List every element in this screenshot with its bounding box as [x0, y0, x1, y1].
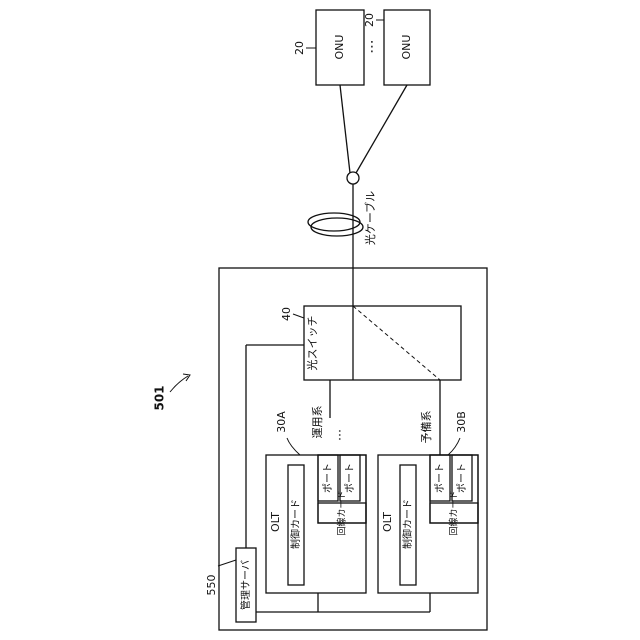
switch-standby-path [353, 306, 440, 380]
onu-right-ref: 20 [363, 13, 376, 27]
olt-b-leader [448, 438, 460, 455]
onu-right: ONU [384, 10, 430, 85]
olt-b-control-card-label: 制御カード [401, 499, 414, 549]
olt-a-control-card-label: 制御カード [289, 499, 302, 549]
active-ellipsis: … [330, 429, 344, 441]
olt-a-port-1-label: ポート [322, 463, 334, 493]
olt-b-title: OLT [381, 512, 394, 532]
olt-b-line-card-label: 回線カード [448, 490, 460, 535]
fiber-onu-right [356, 85, 407, 173]
onu-left-ref: 20 [293, 41, 306, 55]
olt-a-leader [287, 438, 300, 455]
olt-a-line-card-label: 回線カード [336, 490, 348, 535]
active-path-label: 運用系 [311, 406, 324, 439]
system-ref-leader [170, 376, 188, 392]
fiber-onu-left [340, 85, 350, 173]
optical-switch-leader [293, 314, 304, 318]
onu-left-label: ONU [333, 35, 346, 60]
olt-a-title: OLT [269, 512, 282, 532]
olt-a-port-2-label: ポート [344, 463, 356, 493]
management-server-label: 管理サーバ [239, 560, 252, 610]
olt-a: OLT 制御カード ポート ポート 回線カード [266, 455, 366, 593]
olt-b-ref: 30B [455, 411, 468, 433]
optical-switch-ref: 40 [280, 307, 293, 321]
optical-switch [304, 306, 461, 380]
olt-a-ref: 30A [275, 411, 288, 433]
cable-label: 光ケーブル [363, 191, 377, 245]
optical-switch-label: 光スイッチ [305, 316, 319, 371]
onu-ellipsis: ⋮ [365, 39, 379, 55]
olt-b: OLT 制御カード ポート ポート 回線カード [378, 455, 478, 593]
olt-b-port-2-label: ポート [456, 463, 468, 493]
standby-path-label: 予備系 [420, 411, 433, 444]
onu-left: ONU [316, 10, 364, 85]
cable-coil-icon [308, 213, 363, 236]
onu-right-label: ONU [400, 35, 413, 60]
management-server-ref: 550 [205, 575, 218, 596]
management-server-leader [218, 560, 236, 566]
system-ref: 501 [153, 385, 167, 410]
olt-b-port-1-label: ポート [434, 463, 446, 493]
splitter-icon [347, 172, 359, 184]
